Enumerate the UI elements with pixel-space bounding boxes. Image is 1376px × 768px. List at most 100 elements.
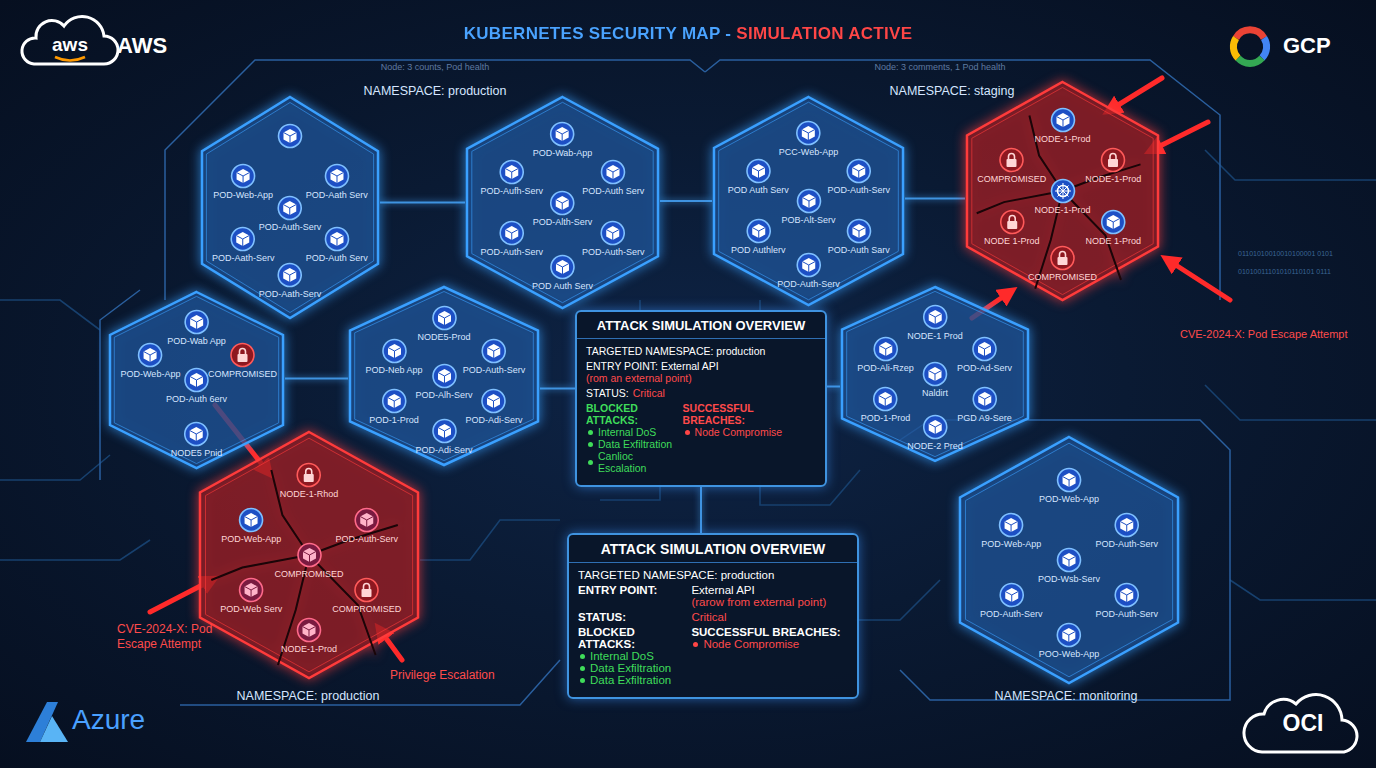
label-text: NAMESPACE: staging xyxy=(890,84,1015,98)
pod-label: COMPROMISED xyxy=(208,369,277,379)
decor-polyline xyxy=(1005,592,1018,596)
decor-line xyxy=(858,231,859,238)
decor-line xyxy=(336,239,337,246)
bullet-dot xyxy=(580,666,585,671)
pod-icon xyxy=(999,147,1025,173)
decor-line xyxy=(758,231,759,238)
pod-icon xyxy=(431,418,457,444)
pod-icon xyxy=(1056,467,1082,493)
pod-label: POD Auth Serv xyxy=(532,281,593,291)
pod-label: POD-Aufh-Serv xyxy=(481,186,544,196)
decor-line xyxy=(366,520,367,527)
decor-polyline xyxy=(190,431,203,435)
pod-label: POD-1-Prod xyxy=(861,413,911,423)
decor-line xyxy=(808,201,809,208)
decor-polyline xyxy=(487,347,500,351)
panel-text: Internal DoS xyxy=(590,650,654,662)
decor-circle xyxy=(1051,246,1074,269)
decor-path xyxy=(0,300,100,330)
pod-label: POD-Wsb-Serv xyxy=(1038,574,1100,584)
pod-icon xyxy=(999,209,1025,235)
decor-circle xyxy=(279,196,302,219)
pod-node: NODE-2 Pred xyxy=(907,414,963,451)
pod-icon xyxy=(238,577,264,603)
decor-circle xyxy=(1000,584,1023,607)
pod-node: POD-Web-App xyxy=(121,342,181,379)
decor-polygon xyxy=(1120,518,1133,532)
pod-icon xyxy=(795,120,821,146)
pod-node: POD-Adi-Serv xyxy=(465,388,522,425)
pod-node: COMPROMISED xyxy=(1028,245,1097,282)
pod-icon xyxy=(1056,547,1082,573)
panel-title: ATTACK SIMULATION OVERVIEW xyxy=(569,535,857,563)
pod-icon xyxy=(1100,147,1126,173)
pod-label: POD-Aath Serv xyxy=(306,190,368,200)
pod-node: POD-Auth-Serv xyxy=(335,507,398,544)
namespace-outlines xyxy=(100,60,1230,705)
panel-column: BLOCKED ATTACKS:Internal DoSData Exfiltr… xyxy=(578,626,691,686)
pod-label: POD-Web Serv xyxy=(220,604,282,614)
hexagon-border xyxy=(467,97,658,308)
decor-circle xyxy=(232,165,255,188)
hexagon-border xyxy=(110,292,283,468)
decor-polyline xyxy=(388,347,401,351)
decor-polyline xyxy=(284,132,297,136)
pod-icon xyxy=(998,512,1024,538)
decor-circle xyxy=(923,363,946,386)
decor-line xyxy=(758,171,759,178)
decor-circle xyxy=(551,191,574,214)
decor-line xyxy=(984,399,985,406)
label-text: Privilege Escalation xyxy=(390,668,495,682)
panel-text: ENTRY POINT: External API xyxy=(586,360,719,372)
decor-line xyxy=(493,401,494,408)
decor-circle xyxy=(747,219,770,242)
connector-line xyxy=(380,202,465,204)
pod-label: POD-Auth-Serv xyxy=(1095,539,1158,549)
pod-node: POO-Web-App xyxy=(1039,622,1099,659)
decor-circle xyxy=(432,419,455,442)
decor-circle xyxy=(924,306,947,329)
pod-icon xyxy=(550,254,576,280)
panel-column: External API(rarow from external point) xyxy=(691,584,848,608)
decor-polygon xyxy=(388,394,401,408)
pod-label: POD-Neb App xyxy=(366,365,423,375)
namespace-hexagon: NODE5-ProdPOD-Neb AppPOD-Alh-ServPOD-Aut… xyxy=(348,285,540,467)
decor-circle xyxy=(973,338,996,361)
decor-line xyxy=(511,172,512,179)
pod-node: POD-Adi-Serv xyxy=(415,418,472,455)
decor-polygon xyxy=(388,344,401,358)
panel-text: (rarow from external point) xyxy=(691,596,826,608)
decor-polygon xyxy=(879,342,892,356)
overview-panel: ATTACK SIMULATION OVERVIEWTARGETED NAMES… xyxy=(575,310,827,487)
decor-line xyxy=(613,172,614,179)
pod-label: PCC-Web-App xyxy=(779,147,838,157)
pod-label: COMPROMISED xyxy=(977,174,1046,184)
pod-label: COMPROMISED xyxy=(332,604,401,614)
decor-line xyxy=(336,176,337,183)
pod-node: POD-Wab App xyxy=(167,309,226,346)
pod-label: POD-Auth-Serv xyxy=(463,365,526,375)
decor-polygon xyxy=(607,226,620,240)
pod-icon xyxy=(230,163,256,189)
decor-polygon xyxy=(190,427,203,441)
bullet-dot xyxy=(580,654,585,659)
panel-line: Canlioc Escalation xyxy=(586,450,683,474)
bullet-dot xyxy=(685,430,690,435)
decor-circle xyxy=(279,124,302,147)
panel-line: BLOCKED ATTACKS: xyxy=(586,402,683,426)
panel-text: Node Compromise xyxy=(695,426,783,438)
decor-circle xyxy=(551,256,574,279)
decor-polygon xyxy=(1062,553,1075,567)
decor-line xyxy=(394,351,395,358)
pod-node: NODE-1-Prod xyxy=(281,617,337,654)
decor-line xyxy=(243,239,244,246)
pod-label: NODE-1-Prod xyxy=(1034,205,1090,215)
panel-line: TARGETED NAMESPACE: production xyxy=(586,345,765,357)
pod-node: POD-1-Prod xyxy=(369,388,419,425)
decor-circle xyxy=(185,311,208,334)
pod-icon xyxy=(137,342,163,368)
decor-polygon xyxy=(1120,588,1133,602)
pod-icon xyxy=(481,388,507,414)
decor-circle xyxy=(973,387,996,410)
panel-line: SUCCESSFUL BREACHES: xyxy=(683,402,816,426)
